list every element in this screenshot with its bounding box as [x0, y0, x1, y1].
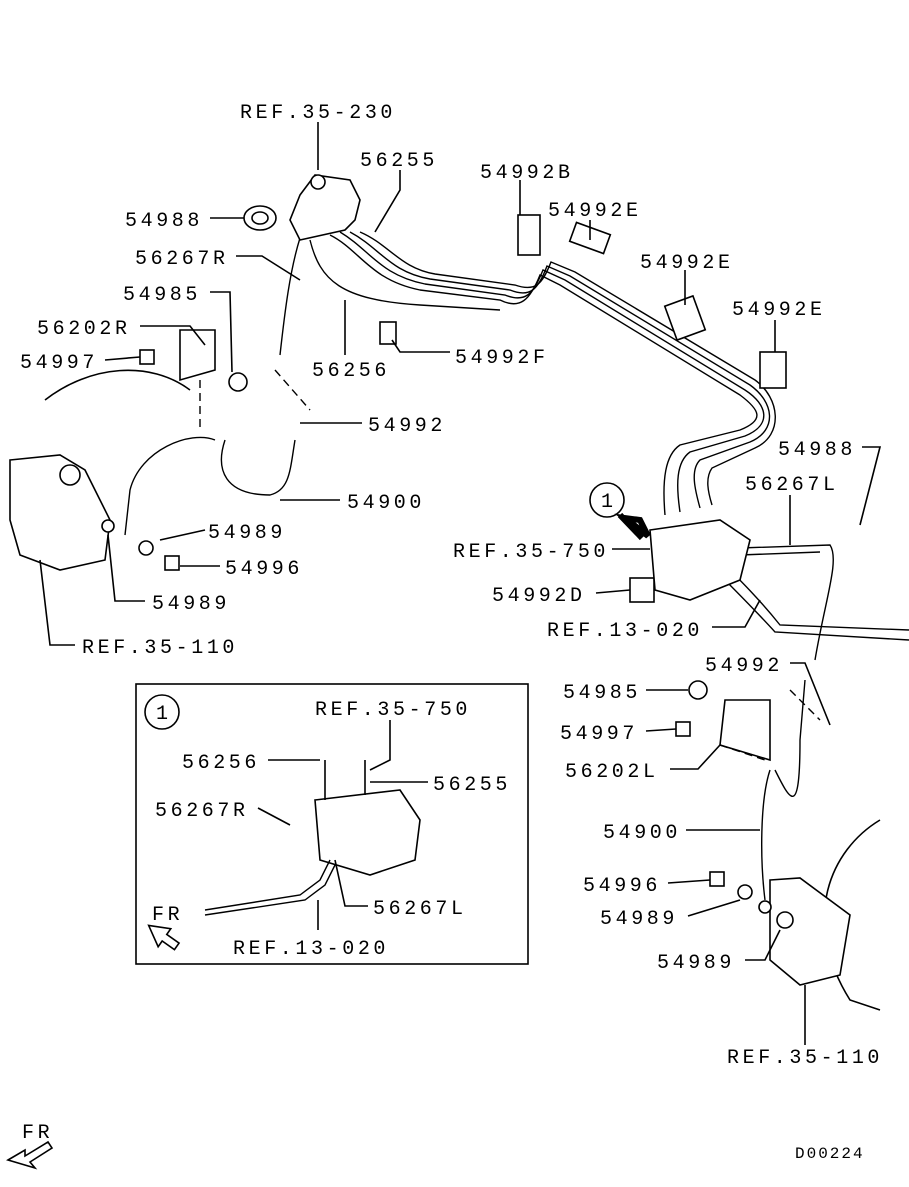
label-ref-35-750: REF.35-750	[453, 541, 609, 564]
clips	[379, 214, 787, 603]
label-54989: 54989	[657, 952, 735, 975]
label-54992b: 54992B	[480, 162, 574, 185]
inset-label-56255: 56255	[433, 774, 511, 797]
master-cylinder	[289, 174, 361, 241]
callout-circle-1	[589, 482, 625, 518]
label-56255: 56255	[360, 150, 438, 173]
label-54997: 54997	[20, 352, 98, 375]
label-54900: 54900	[347, 492, 425, 515]
label-54996: 54996	[583, 875, 661, 898]
label-fr: FR	[22, 1122, 53, 1145]
abs-unit	[649, 519, 751, 601]
label-54989: 54989	[208, 522, 286, 545]
leader-lines	[39, 122, 882, 1045]
inset-label-fr: FR	[152, 904, 183, 927]
label-54992: 54992	[705, 655, 783, 678]
label-54992f: 54992F	[455, 347, 549, 370]
label-56202l: 56202L	[565, 761, 659, 784]
label-54988: 54988	[125, 210, 203, 233]
label-54989: 54989	[600, 908, 678, 931]
label-ref-35-230: REF.35-230	[240, 102, 396, 125]
inset-label-56256: 56256	[182, 752, 260, 775]
inset-abs-detail	[135, 683, 529, 965]
callout-1-number: 1	[601, 491, 617, 514]
label-ref-35-110: REF.35-110	[727, 1047, 883, 1070]
label-54992: 54992	[368, 415, 446, 438]
grommet-hole	[251, 211, 269, 225]
label-54997: 54997	[560, 723, 638, 746]
label-54992e: 54992E	[548, 200, 642, 223]
label-54985: 54985	[563, 682, 641, 705]
label-56256: 56256	[312, 360, 390, 383]
label-54985: 54985	[123, 284, 201, 307]
label-ref-13-020: REF.13-020	[547, 620, 703, 643]
right-brake-assembly	[675, 679, 881, 1011]
front-arrow-icon-inset	[147, 924, 181, 951]
diagram-code: D00224	[795, 1145, 865, 1163]
label-54992e: 54992E	[640, 252, 734, 275]
label-54992e: 54992E	[732, 299, 826, 322]
inset-label-56267l: 56267L	[373, 898, 467, 921]
label-56267r: 56267R	[135, 248, 229, 271]
inset-label-ref-35-750: REF.35-750	[315, 699, 471, 722]
label-56267l: 56267L	[745, 474, 839, 497]
label-54988: 54988	[778, 439, 856, 462]
label-54992d: 54992D	[492, 585, 586, 608]
label-54989: 54989	[152, 593, 230, 616]
inset-callout-number: 1	[156, 703, 172, 726]
left-brake-assembly	[9, 329, 311, 571]
inset-labels: 1 REF.35-750 56256 56255 56267R 56267L F…	[152, 699, 511, 961]
label-54900: 54900	[603, 822, 681, 845]
arrow-icon	[614, 512, 651, 541]
label-54996: 54996	[225, 558, 303, 581]
front-arrow-icon	[6, 1140, 54, 1170]
inset-label-ref-13-020: REF.13-020	[233, 938, 389, 961]
label-ref-35-110: REF.35-110	[82, 637, 238, 660]
inset-label-56267r: 56267R	[155, 800, 249, 823]
label-56202r: 56202R	[37, 318, 131, 341]
brake-pipes	[279, 231, 909, 661]
part-labels: REF.35-230 56255 54992B 54988 54992E 562…	[20, 102, 883, 1163]
